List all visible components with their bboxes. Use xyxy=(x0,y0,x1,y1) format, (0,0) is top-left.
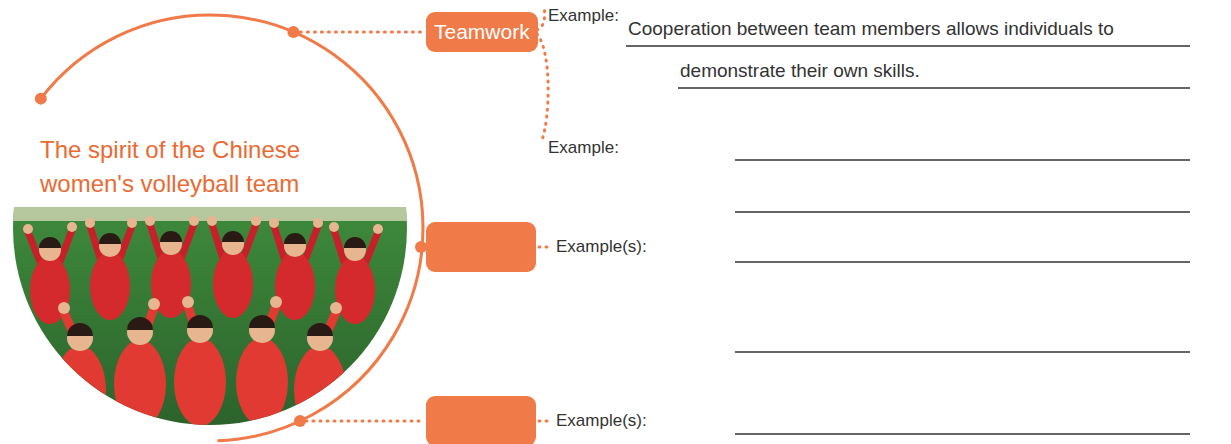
topic-title: The spirit of the Chinese women's volley… xyxy=(40,133,385,201)
team-photo xyxy=(0,207,420,444)
dotted-branch xyxy=(306,6,552,421)
example-label: Example(s): xyxy=(556,237,647,257)
topic-box: Teamwork xyxy=(426,12,538,52)
example-label: Example: xyxy=(548,138,619,158)
topic-arc xyxy=(0,15,423,441)
topic-circle: The spirit of the Chinese women's volley… xyxy=(0,15,423,441)
example-sentence: Cooperation between team members allows … xyxy=(680,8,1185,92)
topic-name: Teamwork xyxy=(434,20,530,44)
branch-dot xyxy=(294,241,427,427)
dotted-connector xyxy=(287,26,424,38)
empty-box xyxy=(426,396,536,444)
example-label: Example: xyxy=(548,6,619,26)
answer-line xyxy=(626,46,1190,434)
example-label: Example(s): xyxy=(556,411,647,431)
empty-box xyxy=(426,222,536,272)
